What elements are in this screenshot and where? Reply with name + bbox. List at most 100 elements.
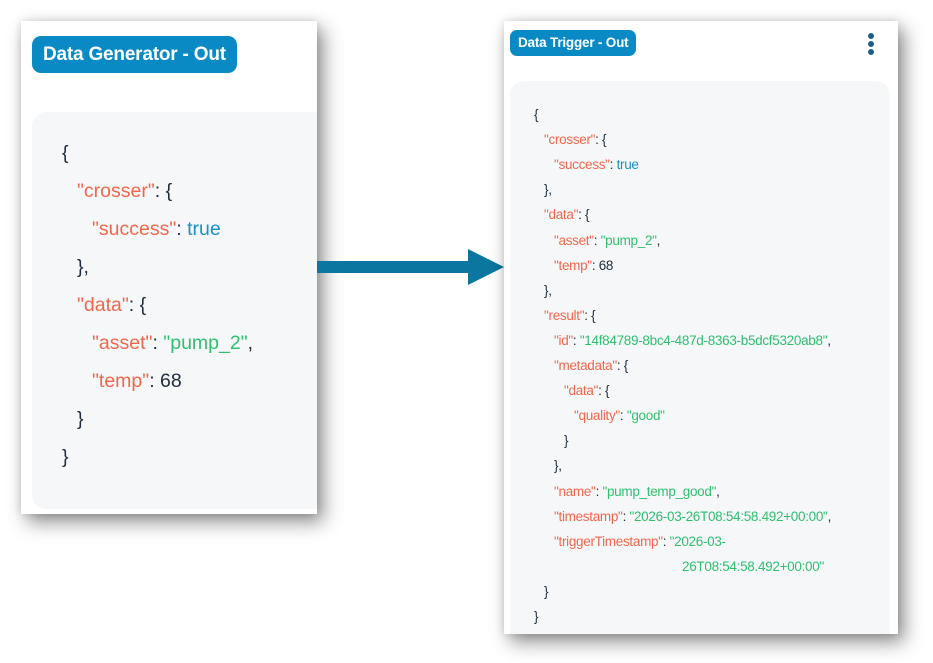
json-punctuation: ,: [716, 483, 720, 499]
json-number: 68: [598, 257, 614, 273]
json-line: "temp": 68: [530, 258, 613, 273]
json-punctuation: ,: [827, 508, 832, 524]
json-punctuation: : {: [128, 294, 147, 316]
json-punctuation: : {: [578, 207, 590, 223]
kebab-menu-icon[interactable]: [866, 33, 876, 55]
json-key: "data": [544, 207, 579, 223]
json-punctuation: : {: [598, 383, 610, 399]
json-punctuation: :: [662, 533, 670, 549]
json-line: },: [520, 182, 552, 197]
data-trigger-output-panel: Data Trigger - Out {"crosser": {"success…: [504, 21, 898, 634]
json-key: "result": [544, 307, 585, 323]
json-line: "crosser": {: [520, 132, 607, 148]
json-line: }: [520, 583, 549, 599]
json-line: "success": true: [530, 157, 639, 172]
flow-arrow-icon: [317, 249, 504, 285]
json-key: "crosser": [544, 132, 596, 148]
json-key: "temp": [92, 370, 150, 392]
json-line: }: [510, 609, 539, 624]
json-line: "result": {: [520, 307, 596, 323]
json-punctuation: :: [609, 157, 617, 173]
json-line: "temp": 68: [62, 370, 182, 393]
json-line: },: [530, 458, 562, 473]
json-punctuation: },: [554, 458, 562, 474]
json-punctuation: }: [564, 433, 569, 449]
json-punctuation: :: [619, 408, 627, 424]
json-key: "id": [554, 332, 573, 348]
json-string: "good": [626, 408, 665, 424]
json-number: 68: [160, 370, 182, 392]
json-line: "crosser": {: [47, 180, 172, 203]
json-punctuation: {: [62, 142, 69, 164]
json-key: "name": [554, 483, 596, 499]
json-key: "timestamp": [554, 508, 623, 524]
json-line: "data": {: [540, 383, 609, 398]
json-key: "quality": [574, 408, 620, 424]
json-key: "success": [554, 157, 610, 173]
json-punctuation: }: [77, 408, 84, 430]
json-punctuation: ,: [827, 332, 831, 348]
json-punctuation: :: [152, 332, 164, 354]
json-punctuation: : {: [154, 180, 173, 202]
json-line: "name": "pump_temp_good",: [530, 484, 720, 499]
json-line: {: [32, 142, 69, 165]
panel-title-badge: Data Generator - Out: [32, 36, 237, 73]
json-line: "asset": "pump_2",: [530, 233, 660, 248]
json-key: "triggerTimestamp": [554, 533, 663, 549]
json-punctuation: ,: [656, 232, 661, 248]
json-punctuation: :: [622, 508, 630, 524]
json-punctuation: }: [544, 583, 549, 599]
json-line: "asset": "pump_2",: [62, 332, 253, 355]
json-line: "metadata": {: [530, 358, 628, 373]
json-line: "data": {: [520, 207, 589, 222]
json-key: "asset": [92, 332, 153, 354]
json-punctuation: : {: [616, 358, 628, 373]
json-punctuation: : {: [584, 307, 596, 323]
json-punctuation: :: [591, 257, 599, 273]
json-punctuation: :: [149, 370, 161, 392]
json-key: "temp": [554, 257, 592, 273]
json-punctuation: :: [593, 232, 601, 248]
json-line: "triggerTimestamp": "2026-03-: [530, 534, 726, 549]
json-string: "pump_temp_good": [602, 483, 717, 499]
json-string: "14f84789-8bc4-487d-8363-b5dcf5320ab8": [579, 332, 828, 348]
json-boolean: true: [616, 157, 639, 173]
json-line: }: [47, 408, 84, 431]
json-string: "pump_2": [163, 332, 248, 354]
json-key: "success": [92, 218, 177, 240]
json-punctuation: ,: [247, 332, 254, 354]
json-string: "2026-03-26T08:54:58.492+00:00": [629, 508, 828, 524]
json-punctuation: :: [176, 218, 188, 240]
json-boolean: true: [187, 218, 221, 240]
json-key: "asset": [554, 232, 594, 248]
json-line: "timestamp": "2026-03-26T08:54:58.492+00…: [530, 509, 831, 524]
json-line: "success": true: [62, 218, 221, 241]
json-viewer: {"crosser": {"success": true},"data": {"…: [510, 81, 890, 634]
json-line: "data": {: [47, 294, 146, 317]
json-line: {: [510, 107, 539, 122]
json-punctuation: },: [77, 256, 89, 278]
json-key: "crosser": [77, 180, 155, 202]
json-punctuation: }: [534, 609, 539, 624]
panel-title-badge: Data Trigger - Out: [510, 30, 637, 56]
json-line: },: [47, 256, 89, 279]
json-punctuation: :: [572, 332, 580, 348]
json-line: "quality": "good": [550, 408, 665, 423]
json-key: "data": [77, 294, 129, 316]
json-string: 26T08:54:58.492+00:00": [682, 558, 824, 574]
data-generator-output-panel: Data Generator - Out {"crosser": {"succe…: [21, 21, 317, 514]
json-line: },: [520, 283, 552, 298]
json-string: "pump_2": [600, 232, 657, 248]
json-punctuation: : {: [595, 132, 607, 148]
json-punctuation: }: [62, 446, 69, 468]
json-punctuation: },: [544, 282, 552, 298]
json-line: }: [540, 433, 569, 449]
json-punctuation: {: [534, 107, 539, 122]
json-punctuation: :: [595, 483, 603, 499]
json-punctuation: },: [544, 182, 552, 198]
json-line: "id": "14f84789-8bc4-487d-8363-b5dcf5320…: [530, 333, 831, 348]
json-viewer: {"crosser": {"success": true},"data": {"…: [32, 112, 317, 509]
json-string: "2026-03-: [669, 533, 726, 549]
json-line: 26T08:54:58.492+00:00": [658, 559, 824, 574]
json-key: "metadata": [554, 358, 617, 373]
